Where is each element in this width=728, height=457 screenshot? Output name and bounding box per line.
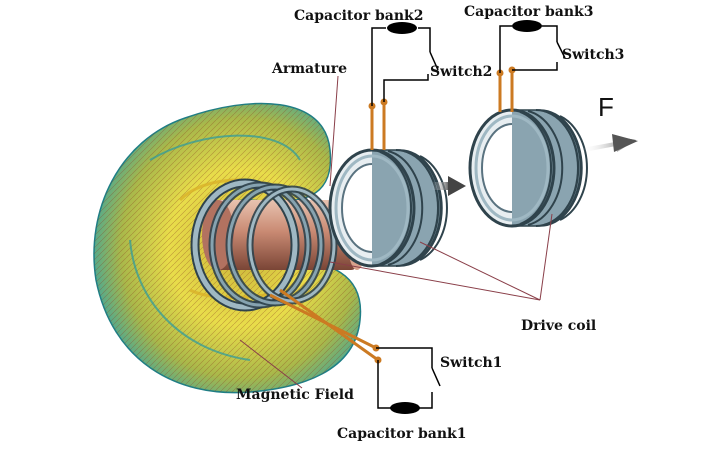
leader-lines bbox=[239, 75, 553, 389]
circuit-2 bbox=[371, 27, 439, 106]
force-arrow bbox=[582, 134, 638, 152]
switch3-label: Switch3 bbox=[562, 47, 624, 63]
capacitor-bank3-symbol bbox=[512, 20, 542, 32]
drive-coil-label: Drive coil bbox=[521, 318, 596, 334]
motion-arrow-small bbox=[432, 176, 466, 196]
force-label: F bbox=[598, 92, 614, 122]
magnetic-field-shape bbox=[93, 102, 362, 394]
capacitor-bank2-label: Capacitor bank2 bbox=[294, 8, 423, 24]
coil-leads bbox=[269, 70, 514, 362]
capacitor-bank1-symbol bbox=[390, 402, 420, 414]
drive-coil-1 bbox=[190, 178, 338, 312]
capacitor-bank3-label: Capacitor bank3 bbox=[464, 4, 593, 20]
capacitor-bank1-label: Capacitor bank1 bbox=[337, 426, 466, 442]
circuit-1 bbox=[376, 347, 441, 409]
switch1-label: Switch1 bbox=[440, 355, 502, 371]
capacitor-bank2-symbol bbox=[387, 22, 417, 34]
drive-coil-2 bbox=[328, 148, 448, 268]
circuit-3 bbox=[499, 25, 566, 73]
switch2-label: Switch2 bbox=[430, 64, 492, 80]
magnetic-field-label: Magnetic Field bbox=[236, 387, 354, 403]
drive-coil-3 bbox=[468, 108, 588, 228]
armature-label: Armature bbox=[271, 61, 347, 77]
